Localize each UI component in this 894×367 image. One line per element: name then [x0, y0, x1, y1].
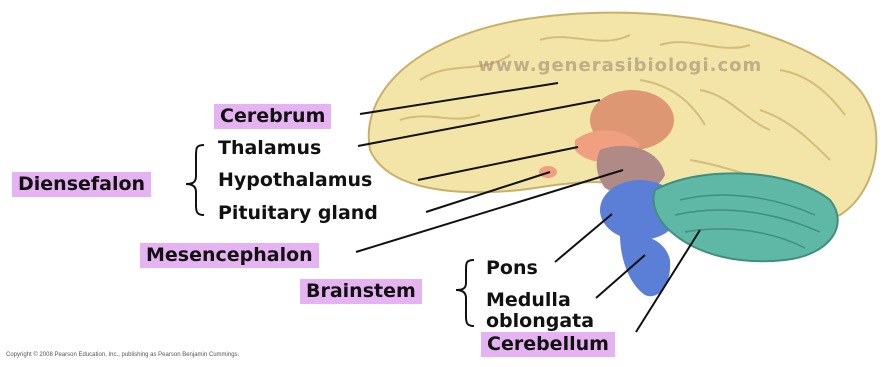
label-thalamus: Thalamus: [218, 139, 321, 158]
label-brainstem: Brainstem: [300, 279, 422, 304]
label-diensefalon: Diensefalon: [12, 172, 151, 197]
copyright-notice: Copyright © 2008 Pearson Education, Inc.…: [6, 352, 239, 358]
label-pons: Pons: [486, 259, 538, 278]
label-cerebellum: Cerebellum: [481, 332, 615, 357]
medulla-shape: [620, 234, 670, 296]
label-medulla-line1: Medulla: [486, 291, 571, 310]
diensefalon-bracket: [186, 145, 204, 215]
brainstem-bracket: [456, 260, 474, 326]
pons-pointer: [555, 214, 612, 262]
label-hypothalamus: Hypothalamus: [218, 171, 372, 190]
watermark-text: www.generasibiologi.com: [478, 55, 762, 76]
label-cerebrum: Cerebrum: [214, 104, 331, 129]
label-mesencephalon: Mesencephalon: [140, 243, 319, 268]
label-pituitary-gland: Pituitary gland: [218, 204, 378, 223]
label-medulla-line2: oblongata: [486, 312, 594, 331]
